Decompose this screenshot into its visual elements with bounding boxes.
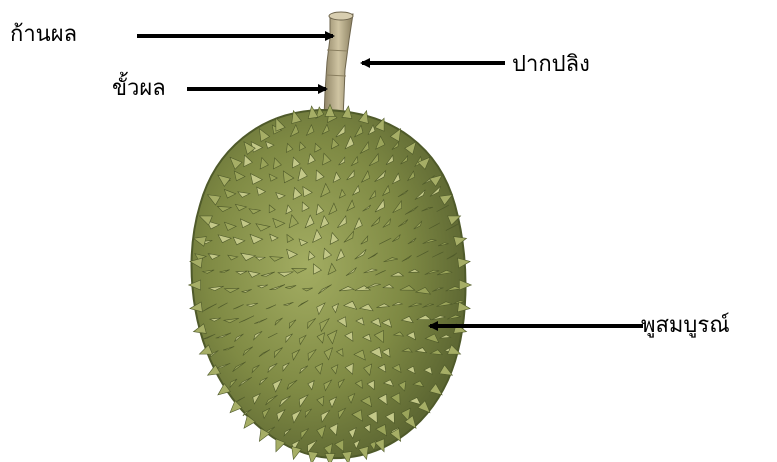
durian-edge-spine: [292, 447, 302, 460]
durian-edge-spine: [325, 454, 335, 462]
fruit-stalk: [324, 12, 353, 118]
label-fruit-stalk: ก้านผล: [10, 24, 77, 46]
durian-fruit: [189, 104, 472, 462]
label-full-lobe: พูสมบูรณ์: [641, 315, 730, 337]
label-fruit-peduncle: ขั้วผล: [112, 78, 166, 100]
label-stalk-tip: ปากปลิง: [512, 54, 590, 76]
